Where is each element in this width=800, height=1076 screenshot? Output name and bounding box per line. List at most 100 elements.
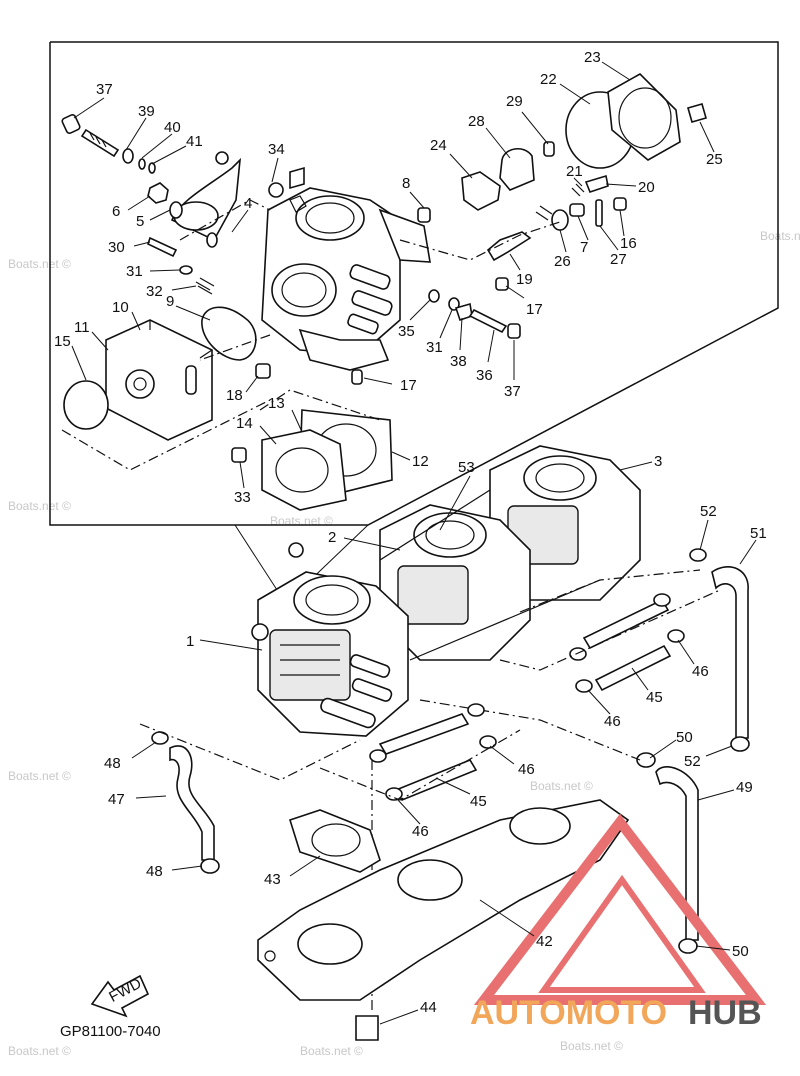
callout-25: 25 xyxy=(706,151,723,168)
callout-4: 4 xyxy=(244,195,252,212)
hose-45-lower-b xyxy=(394,759,478,801)
carburetor-body-detail xyxy=(261,166,431,371)
carb-assembly-lower xyxy=(251,445,641,737)
callout-6: 6 xyxy=(112,203,120,220)
oring-31-left xyxy=(179,265,193,275)
needle-valve-7 xyxy=(569,203,585,217)
nut-6 xyxy=(147,182,169,204)
callout-34: 34 xyxy=(268,141,285,158)
screw-16 xyxy=(613,197,627,211)
manifold-port-3 xyxy=(297,923,363,965)
automotohub-logo: AUTOMOTO HUB xyxy=(470,813,767,1032)
manifold-group xyxy=(257,799,630,1041)
callout-29: 29 xyxy=(506,93,523,110)
screw-29 xyxy=(543,141,555,157)
diaphragm-15 xyxy=(63,380,109,430)
callout-46-b: 46 xyxy=(604,713,621,730)
clamp-46-3 xyxy=(569,647,587,661)
gasket-43 xyxy=(289,809,381,873)
logo-triangle-inner xyxy=(538,874,706,993)
callout-14: 14 xyxy=(236,415,253,432)
bracket-24 xyxy=(461,171,501,211)
logo-suffix: HUB xyxy=(688,994,762,1032)
clamp-46-4 xyxy=(575,679,593,693)
lever-bolt xyxy=(215,151,229,165)
clamp-46-8 xyxy=(385,787,403,801)
callout-40: 40 xyxy=(164,119,181,136)
callout-5: 5 xyxy=(136,213,144,230)
hoses-right xyxy=(419,548,750,954)
watermark-8: Boats.net © xyxy=(560,1039,623,1053)
callout-44: 44 xyxy=(420,999,437,1016)
callout-38: 38 xyxy=(450,353,467,370)
callout-18: 18 xyxy=(226,387,243,404)
spring-39 xyxy=(122,148,134,164)
hose-47 xyxy=(169,745,215,861)
pump-cover-slot xyxy=(185,365,197,395)
callout-49: 49 xyxy=(736,779,753,796)
callout-46-d: 46 xyxy=(412,823,429,840)
screw-33 xyxy=(231,447,247,463)
callout-39: 39 xyxy=(138,103,155,120)
dash-left-2 xyxy=(319,729,521,801)
clamp-46-7 xyxy=(369,749,387,763)
callout-23: 23 xyxy=(584,49,601,66)
gasket-13-hole xyxy=(275,447,329,493)
cap-37 xyxy=(507,323,521,339)
bolt-44 xyxy=(355,1015,379,1041)
diaphragm-9 xyxy=(201,306,257,361)
clamp-48-bottom xyxy=(200,858,220,874)
callout-2: 2 xyxy=(328,529,336,546)
callout-19: 19 xyxy=(516,271,533,288)
screw-25 xyxy=(687,103,707,123)
clamp-50-bottom xyxy=(678,938,698,954)
cover-23-inner xyxy=(618,87,672,149)
callout-7: 7 xyxy=(580,239,588,256)
oring-31-right xyxy=(448,297,460,311)
hose-51 xyxy=(711,566,749,739)
dash-cover-assembly xyxy=(61,399,271,471)
watermark-9: Boats.net © xyxy=(760,229,800,243)
callout-30: 30 xyxy=(108,239,125,256)
logo-triangle xyxy=(473,813,767,1005)
callout-52-bottom: 52 xyxy=(684,753,701,770)
pump-cover-edge xyxy=(149,320,213,359)
callout-26: 26 xyxy=(554,253,571,270)
watermark-2: Boats.net © xyxy=(8,499,71,513)
callout-50-top: 50 xyxy=(676,729,693,746)
callout-8: 8 xyxy=(402,175,410,192)
spring-21 xyxy=(571,183,585,197)
callout-12: 12 xyxy=(412,453,429,470)
cam-28 xyxy=(499,148,535,191)
hose-45-upper-a xyxy=(582,598,670,650)
hoses-left xyxy=(139,703,521,1010)
callout-3: 3 xyxy=(654,453,662,470)
callout-37: 37 xyxy=(96,81,113,98)
plug-17-upper xyxy=(495,277,509,291)
hose-45-lower-a xyxy=(378,713,470,755)
pin-27 xyxy=(595,199,603,227)
plug-17-lower xyxy=(351,369,363,385)
watermark-6: Boats.net © xyxy=(8,1044,71,1058)
dash-right-2 xyxy=(499,589,721,671)
callout-46-a: 46 xyxy=(692,663,709,680)
callout-46-c: 46 xyxy=(518,761,535,778)
oring-41 xyxy=(148,162,156,174)
pump-cover-port xyxy=(125,369,155,399)
dash-upper-1 xyxy=(179,199,271,241)
callout-27: 27 xyxy=(610,251,627,268)
clamp-52-bottom xyxy=(730,736,750,752)
spring-19 xyxy=(535,205,553,221)
screw-30 xyxy=(147,236,178,258)
washer-40 xyxy=(138,158,146,170)
dash-right-3 xyxy=(419,699,641,761)
callout-45-upper: 45 xyxy=(646,689,663,706)
hose-45-upper-b xyxy=(594,644,672,692)
callout-1: 1 xyxy=(186,633,194,650)
leader-lines xyxy=(71,61,757,1025)
callout-11: 11 xyxy=(74,319,90,336)
callout-13: 13 xyxy=(268,395,285,412)
dash-right-1 xyxy=(519,569,701,613)
washer-4 xyxy=(206,232,218,248)
watermark-5: Boats.net © xyxy=(530,779,593,793)
